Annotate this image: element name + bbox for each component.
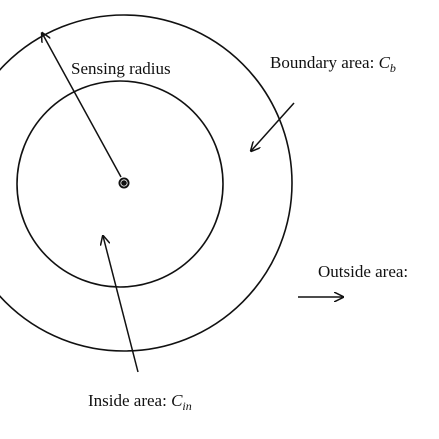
outer-circle [0,14,293,352]
boundary-area-var: C [379,53,391,72]
outside-area-label: Outside area: [318,262,408,281]
center-node [118,177,130,189]
boundary-area-sub: b [390,61,396,75]
sensing-radius-label: Sensing radius [71,59,171,78]
inside-area-sub: in [182,399,191,413]
boundary-area-prefix: Boundary area: [270,53,379,72]
inside-area-prefix: Inside area: [88,391,171,410]
center-node-ring [120,179,128,187]
boundary-area-arrow [251,102,295,151]
inside-area-label: Inside area: Cin [88,391,192,413]
inner-circle [16,80,224,288]
inside-area-arrow [103,236,139,373]
inside-area-var: C [171,391,183,410]
boundary-area-label: Boundary area: Cb [270,53,396,75]
sensing-radius-arrow [42,33,122,178]
